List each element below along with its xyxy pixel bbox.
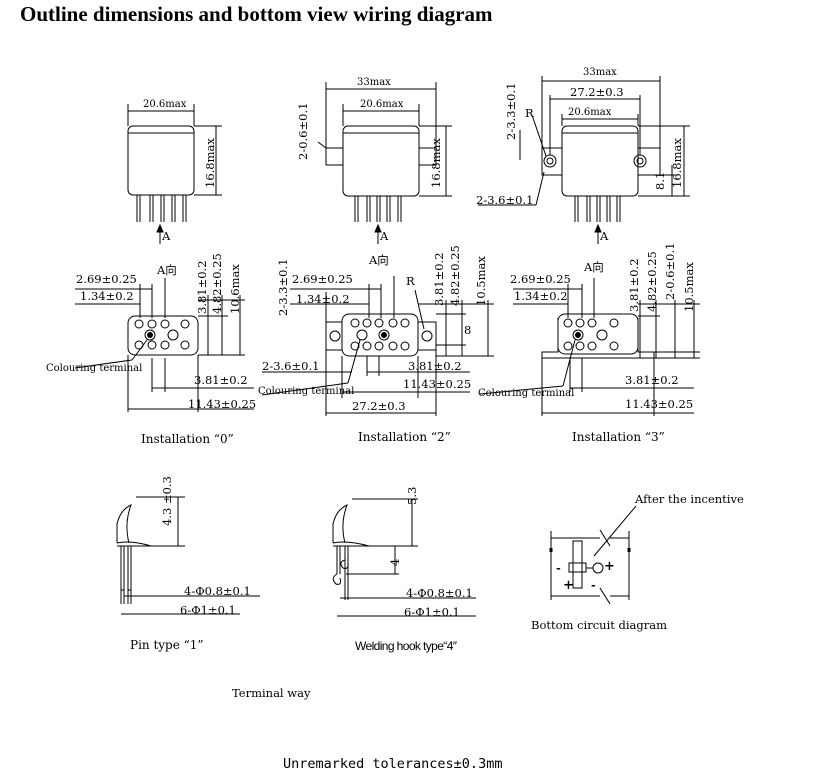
p4-height: 5.3 [405,486,419,505]
circuit-diagram [549,505,637,605]
tv3-holes: 2-3.6±0.1 [476,193,534,207]
bottom-view-3 [479,278,700,416]
i0-v1: 3.81±0.2 [195,260,209,314]
i0-caption: Installation “0” [141,432,234,446]
tv2-holes: 2-0.6±0.1 [296,102,310,160]
p4-d2: 6-Φ1±0.1 [404,605,460,619]
i2-d1: 2.69±0.25 [292,272,353,286]
circuit-minus-right: - [591,578,596,592]
tv2-height: 16.8max [429,138,443,188]
tv0-width: 20.6max [143,99,187,110]
page-title: Outline dimensions and bottom view wirin… [20,2,493,26]
p4-hook: 4 [388,558,402,566]
i2-h1: 3.81±0.2 [408,359,462,373]
i0-h2: 11.43±0.25 [188,397,257,411]
i3-h1: 3.81±0.2 [625,373,679,387]
circuit-caption: Bottom circuit diagram [531,618,668,632]
p1-d1: 4-Φ0.8±0.1 [184,584,251,598]
p4-d1: 4-Φ0.8±0.1 [406,586,473,600]
i2-v4: 8 [464,323,472,337]
top-view-2 [317,82,452,244]
i0-d2: 1.34±0.2 [80,289,134,303]
i0-v3: 10.6max [228,264,242,314]
bottom-view-0 [74,278,254,412]
tv3-radius: R [525,106,534,120]
footer-tolerance: Unremarked tolerances±0.3mm [283,756,503,772]
i0-dir: A向 [157,263,177,277]
i0-colour: Colouring terminal [46,363,143,374]
circuit-plus-left: + [563,578,574,593]
bottom-view-2 [261,276,494,416]
i3-d2: 1.34±0.2 [514,289,568,303]
i0-d1: 2.69±0.25 [76,272,137,286]
i3-dir: A向 [584,260,604,274]
tv3-width: 20.6max [568,107,612,118]
i3-colour: Colouring terminal [478,388,575,399]
i2-radius: R [406,274,415,288]
i2-h2: 11.43±0.25 [403,377,472,391]
tv2-outer: 33max [357,77,391,88]
tv2-arrow: A [380,229,389,243]
i3-v3: 2-0.6±0.1 [663,242,677,300]
i0-v2: 4.82±0.25 [210,253,224,314]
i3-d1: 2.69±0.25 [510,272,571,286]
i2-v1: 3.81±0.2 [432,252,446,306]
tv3-holes-top: 2-3.3±0.1 [504,82,518,140]
i2-v2: 4.82±0.25 [448,245,462,306]
i2-holes-top: 2-3.3±0.1 [276,258,290,316]
tv3-flange: 8.1 [653,171,667,190]
tv3-arrow: A [600,229,609,243]
circuit-minus: - [556,561,561,575]
tv0-height: 16.8max [203,138,217,188]
i2-dir: A向 [369,253,389,267]
p1-height: 4.3 ±0.3 [160,476,174,526]
i3-h2: 11.43±0.25 [625,397,694,411]
i2-colour: Colouring terminal [258,386,355,397]
circuit-note: After the incentive [635,492,744,506]
terminal-way: Terminal way [232,686,311,700]
tv3-height: 16.8max [670,138,684,188]
i3-caption: Installation “3” [572,430,665,444]
top-view-0 [127,104,222,244]
i2-holes: 2-3.6±0.1 [262,359,320,373]
i2-pitch: 27.2±0.3 [352,399,406,413]
i3-v4: 10.5max [682,262,696,312]
i3-v1: 3.81±0.2 [627,258,641,312]
i2-v3: 10.5max [474,256,488,306]
top-view-3 [478,76,690,244]
tv0-arrow: A [162,229,171,243]
p1-caption: Pin type “1” [130,638,204,652]
tv2-width: 20.6max [360,99,404,110]
tv3-outer: 33max [583,67,617,78]
p1-d2: 6-Φ1±0.1 [180,603,236,617]
p4-caption: Welding hook type“4″ [355,639,457,653]
pin-type-4 [332,498,476,617]
i0-h1: 3.81±0.2 [194,373,248,387]
pin-type-1 [116,496,260,615]
circuit-plus-right: + [604,559,615,574]
tv3-pitch: 27.2±0.3 [570,85,624,99]
i2-caption: Installation “2” [358,430,451,444]
i2-d2: 1.34±0.2 [296,292,350,306]
i3-v2: 4.82±0.25 [645,251,659,312]
